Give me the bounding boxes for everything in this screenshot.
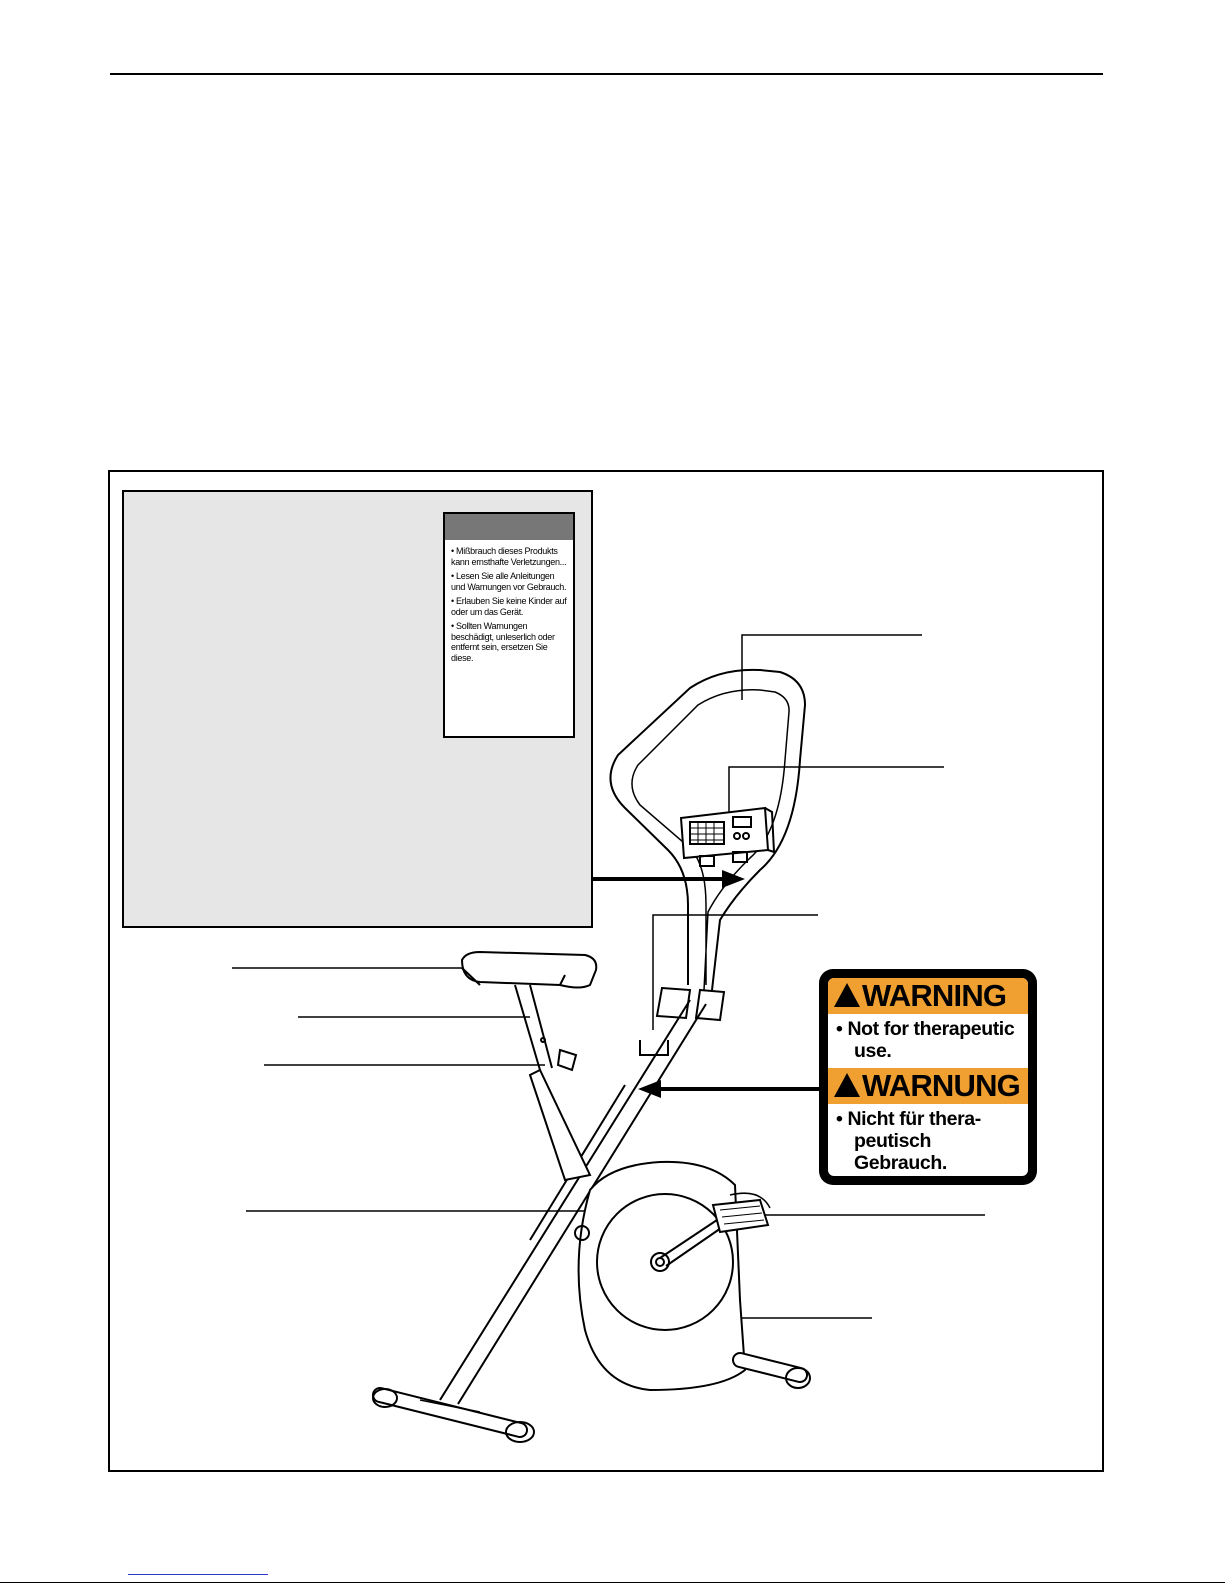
warning-text-en-2: use. bbox=[854, 1040, 892, 1062]
decal-thumbnail-line: • Lesen Sie alle Anleitungen und Warnung… bbox=[451, 571, 567, 592]
rear-stabilizer bbox=[732, 1352, 811, 1389]
warning-header-en: WARNING bbox=[828, 978, 1028, 1014]
decal-thumbnail-line: • Sollten Warnungen beschädigt, unleserl… bbox=[451, 621, 555, 663]
flywheel-housing bbox=[574, 1160, 747, 1392]
console bbox=[679, 806, 776, 867]
warning-body-en: • Not for therapeutic use. bbox=[828, 1014, 1028, 1068]
warning-heading-de: WARNUNG bbox=[862, 1068, 1021, 1103]
figure-frame bbox=[108, 470, 1104, 1472]
decal-thumbnail-line: • Mißbrauch dieses Produkts kann ernstha… bbox=[451, 546, 567, 567]
warning-decal: WARNING • Not for therapeutic use. WARNU… bbox=[819, 969, 1037, 1185]
pedal-crank bbox=[659, 1192, 771, 1267]
callout-arrowhead bbox=[722, 870, 745, 888]
warning-triangle-icon bbox=[834, 1073, 860, 1097]
decal-thumbnail-body: • Mißbrauch dieses Produkts kann ernstha… bbox=[445, 540, 573, 663]
footer-link-underline[interactable] bbox=[128, 1574, 268, 1575]
warning-triangle-icon bbox=[834, 983, 860, 1007]
warning-heading-en: WARNING bbox=[862, 978, 1007, 1013]
handlebar bbox=[609, 668, 807, 991]
warning-header-de: WARNUNG bbox=[828, 1068, 1028, 1104]
top-rule bbox=[110, 73, 1103, 75]
warning-text-de-2: peutisch Gebrauch. bbox=[854, 1130, 947, 1174]
warning-text-en-1: • Not for therapeutic bbox=[836, 1018, 1015, 1040]
bottom-rule bbox=[0, 1582, 1225, 1583]
decal-thumbnail-line: • Erlauben Sie keine Kinder auf oder um … bbox=[451, 596, 567, 617]
seat bbox=[460, 950, 598, 989]
main-frame bbox=[439, 999, 707, 1405]
warning-text-de-1: • Nicht für thera- bbox=[836, 1108, 981, 1130]
front-stabilizer bbox=[372, 1387, 535, 1443]
decal-thumbnail: • Mißbrauch dieses Produkts kann ernstha… bbox=[443, 512, 575, 738]
seat-post bbox=[514, 984, 592, 1182]
decal-thumbnail-header bbox=[445, 514, 573, 540]
warning-body-de: • Nicht für thera- peutisch Gebrauch. bbox=[828, 1104, 1028, 1176]
leader-lines bbox=[232, 634, 985, 1319]
handlebar-grips bbox=[655, 986, 726, 1022]
